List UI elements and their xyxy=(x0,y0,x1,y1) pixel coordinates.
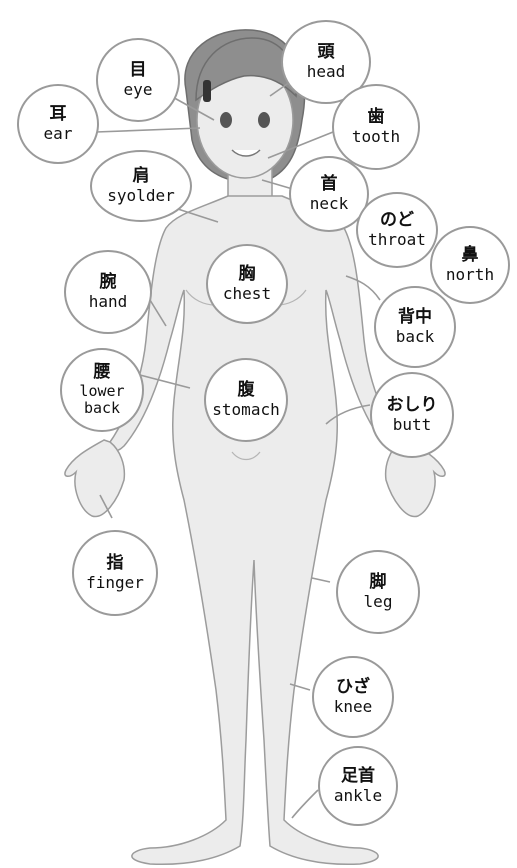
label-en-shoulder: syolder xyxy=(107,187,174,205)
bubble-tooth: 歯 tooth xyxy=(332,84,420,170)
bubble-ear: 耳 ear xyxy=(17,84,99,164)
label-en-ear: ear xyxy=(44,125,73,143)
bubble-nose: 鼻 north xyxy=(430,226,510,304)
label-jp-butt: おしり xyxy=(387,396,438,416)
label-en-finger: finger xyxy=(86,574,144,592)
label-jp-back: 背中 xyxy=(398,308,432,328)
label-en-tooth: tooth xyxy=(352,128,400,146)
bubble-ankle: 足首 ankle xyxy=(318,746,398,826)
label-jp-throat: のど xyxy=(380,211,414,231)
label-jp-ankle: 足首 xyxy=(341,767,375,787)
bubble-finger: 指 finger xyxy=(72,530,158,616)
label-en-leg: leg xyxy=(364,593,393,611)
bubble-knee: ひざ knee xyxy=(312,656,394,738)
label-jp-head: 頭 xyxy=(318,43,335,63)
label-en-arm: hand xyxy=(89,293,128,311)
left-hand xyxy=(65,440,124,517)
bubble-throat: のど throat xyxy=(356,192,438,268)
bubble-chest: 胸 chest xyxy=(206,244,288,324)
label-en-ankle: ankle xyxy=(334,787,382,805)
label-jp-knee: ひざ xyxy=(336,678,370,698)
label-en-butt: butt xyxy=(393,416,432,434)
left-eye xyxy=(220,112,232,128)
hair-clip xyxy=(203,80,211,102)
label-jp-ear: 耳 xyxy=(50,105,67,125)
bubble-shoulder: 肩 syolder xyxy=(90,150,192,222)
bubble-butt: おしり butt xyxy=(370,372,454,458)
bubble-eye: 目 eye xyxy=(96,38,180,122)
bubble-lowerback: 腰 lower back xyxy=(60,348,144,432)
label-jp-nose: 鼻 xyxy=(462,246,479,266)
label-en-nose: north xyxy=(446,266,494,284)
bubble-back: 背中 back xyxy=(374,286,456,368)
label-en-head: head xyxy=(307,63,346,81)
label-en-stomach: stomach xyxy=(212,401,279,419)
label-jp-lowerback: 腰 xyxy=(94,363,111,383)
label-jp-shoulder: 肩 xyxy=(133,167,150,187)
label-en-lowerback: lower back xyxy=(79,383,124,418)
label-jp-eye: 目 xyxy=(130,61,147,81)
label-jp-chest: 胸 xyxy=(239,265,256,285)
label-en-back: back xyxy=(396,328,435,346)
label-jp-arm: 腕 xyxy=(100,273,117,293)
label-en-knee: knee xyxy=(334,698,373,716)
label-jp-neck: 首 xyxy=(321,175,338,195)
bubble-leg: 脚 leg xyxy=(336,550,420,634)
right-eye xyxy=(258,112,270,128)
label-en-chest: chest xyxy=(223,285,271,303)
label-en-eye: eye xyxy=(124,81,153,99)
label-jp-finger: 指 xyxy=(107,554,124,574)
label-jp-stomach: 腹 xyxy=(238,381,255,401)
bubble-arm: 腕 hand xyxy=(64,250,152,334)
label-jp-tooth: 歯 xyxy=(368,108,385,128)
label-en-neck: neck xyxy=(310,195,349,213)
bubble-stomach: 腹 stomach xyxy=(204,358,288,442)
label-jp-leg: 脚 xyxy=(370,573,387,593)
label-en-throat: throat xyxy=(368,231,426,249)
